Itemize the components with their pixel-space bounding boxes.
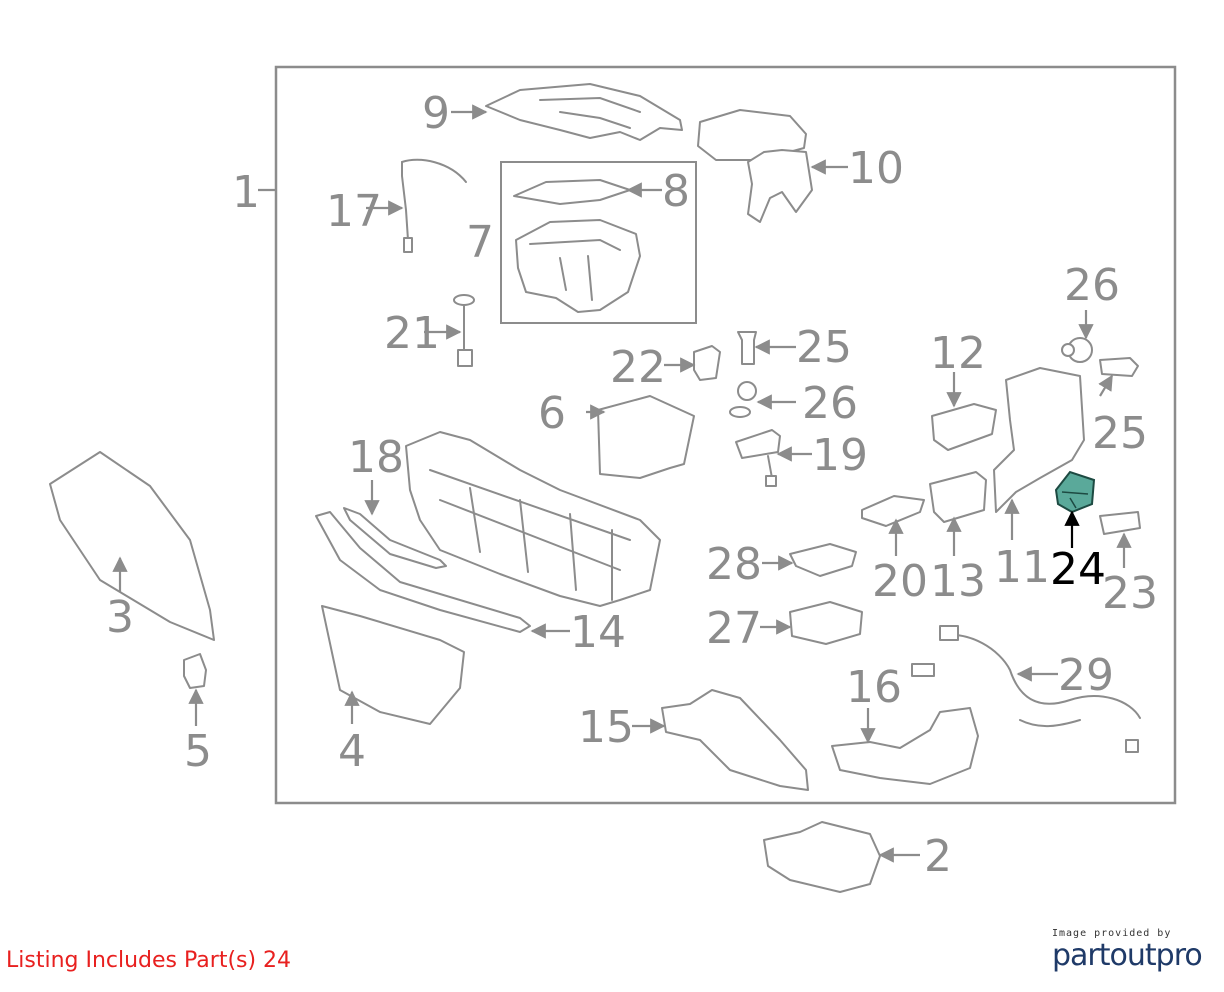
- part-25-pin-top: [737, 331, 757, 365]
- part-19-module: [735, 429, 781, 487]
- callout-18: 18: [348, 432, 404, 483]
- callout-7: 7: [466, 217, 494, 268]
- callout-25-top: 25: [796, 322, 852, 373]
- callout-2: 2: [924, 831, 952, 882]
- subassembly-frame: [500, 161, 697, 324]
- callout-17: 17: [326, 186, 382, 237]
- part-12-vent: [931, 403, 997, 451]
- partoutpro-logo: partoutpro: [1052, 938, 1203, 973]
- callout-22: 22: [610, 342, 666, 393]
- image-credit: Image provided by partoutpro: [1052, 928, 1212, 973]
- callout-27: 27: [706, 603, 762, 654]
- callout-9: 9: [422, 88, 450, 139]
- callout-20: 20: [872, 556, 928, 607]
- part-25-pin-right: [1099, 357, 1139, 377]
- callout-1: 1: [232, 167, 260, 218]
- part-7-bin: [515, 219, 641, 313]
- part-22-switch: [693, 345, 721, 381]
- callout-23: 23: [1102, 568, 1158, 619]
- part-2-tray: [763, 821, 881, 893]
- callout-6: 6: [538, 388, 566, 439]
- part-17-connector: [403, 237, 413, 253]
- callout-12: 12: [930, 328, 986, 379]
- callout-13: 13: [930, 556, 986, 607]
- part-14-trim: [315, 511, 531, 633]
- part-17-cable: [401, 158, 467, 241]
- callout-26-right: 26: [1064, 260, 1120, 311]
- part-8-mat: [513, 179, 631, 205]
- listing-note: Listing Includes Part(s) 24: [6, 948, 292, 973]
- part-16-duct: [831, 707, 979, 785]
- part-3-panel: [49, 451, 215, 641]
- assembly-frame: [274, 65, 1177, 805]
- credit-caption: Image provided by: [1052, 928, 1172, 939]
- part-13-control: [929, 471, 987, 523]
- part-4-side-panel: [321, 605, 465, 725]
- leader-lines: [112, 104, 1132, 863]
- callout-21: 21: [384, 308, 440, 359]
- part-10-armrest-lid: [697, 109, 813, 223]
- callout-11: 11: [994, 542, 1050, 593]
- callout-5: 5: [184, 726, 212, 777]
- part-21-sensor: [453, 294, 475, 367]
- part-6-insert: [597, 395, 695, 479]
- callout-24-highlighted: 24: [1050, 544, 1106, 595]
- callout-25-right: 25: [1092, 408, 1148, 459]
- callout-16: 16: [846, 662, 902, 713]
- callout-28: 28: [706, 539, 762, 590]
- part-18-strip: [343, 507, 447, 569]
- callout-4: 4: [338, 726, 366, 777]
- callout-19: 19: [812, 430, 868, 481]
- part-28-bracket: [789, 543, 857, 577]
- part-9-trim-plate: [485, 83, 683, 141]
- part-26-grommet-right: [1061, 337, 1093, 363]
- console-frame: [405, 431, 661, 607]
- part-15-duct: [661, 689, 809, 791]
- part-5-clip: [183, 653, 207, 689]
- callout-14: 14: [570, 607, 626, 658]
- part-26-grommet-mid: [729, 381, 757, 418]
- callout-26-mid: 26: [802, 378, 858, 429]
- part-27-module: [789, 601, 863, 645]
- part-23-button: [1099, 511, 1141, 535]
- part-24-switch-highlighted: [1054, 470, 1096, 514]
- callout-3: 3: [106, 592, 134, 643]
- part-11-housing: [993, 367, 1085, 513]
- callout-15: 15: [578, 702, 634, 753]
- part-20-bracket: [861, 495, 925, 527]
- callout-29: 29: [1058, 650, 1114, 701]
- part-29-harness: [911, 625, 1141, 753]
- callout-10: 10: [848, 143, 904, 194]
- callout-8: 8: [662, 166, 690, 217]
